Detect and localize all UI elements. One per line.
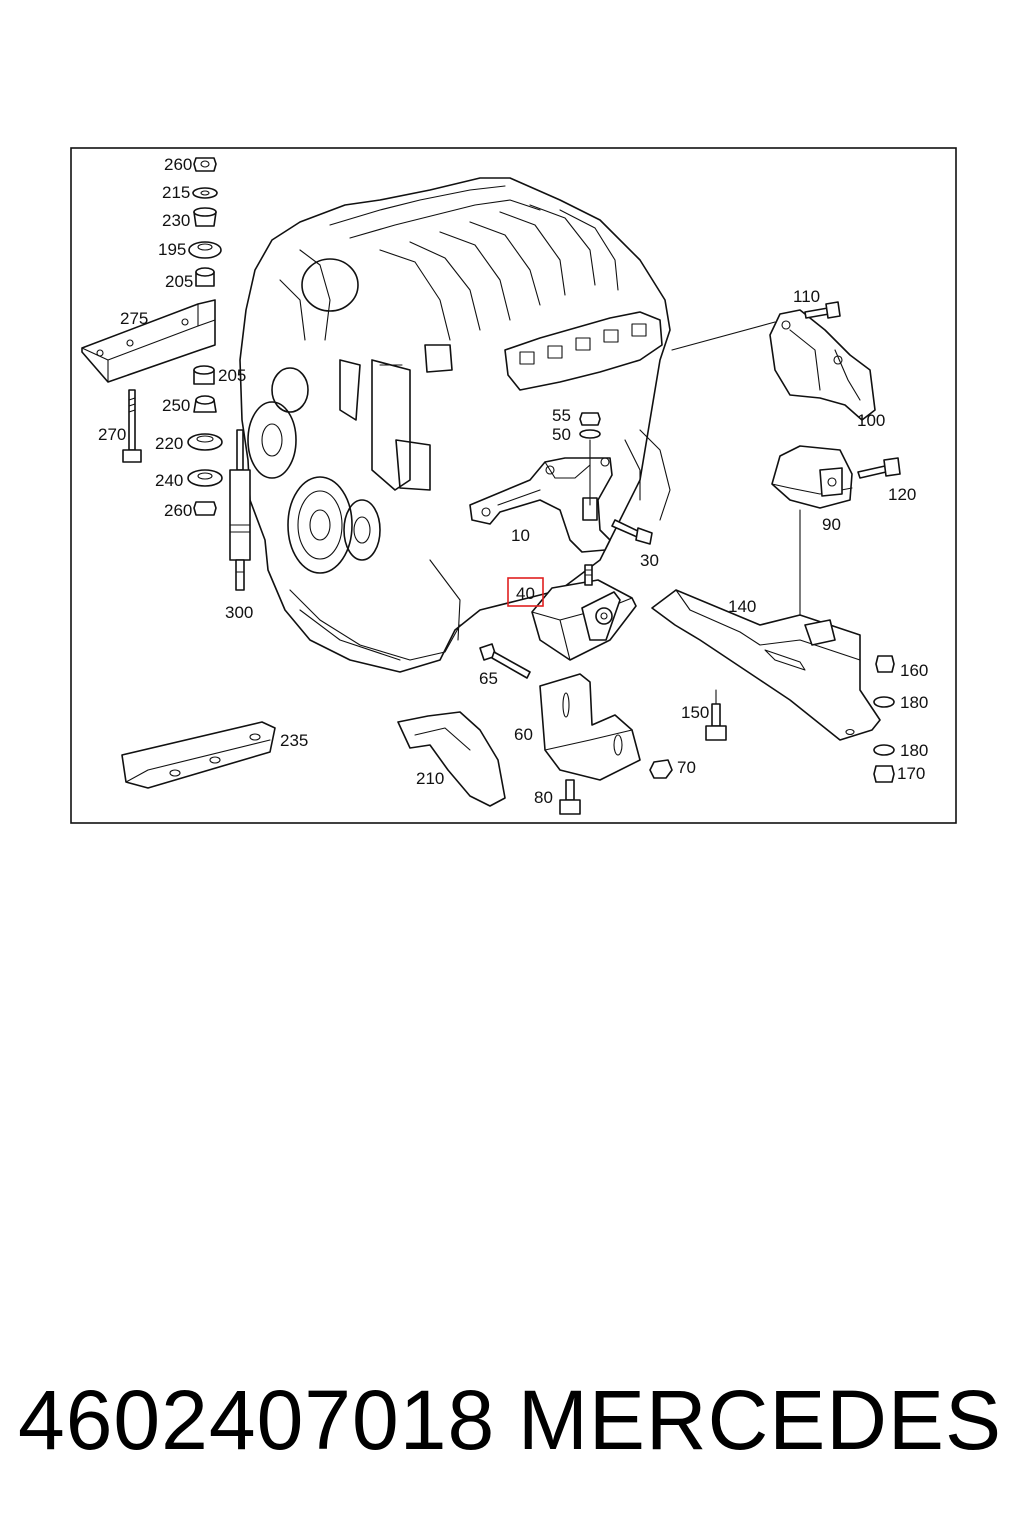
callout-205-top: 205 [165, 272, 193, 291]
mount-stack-upper [188, 157, 222, 287]
callout-275: 275 [120, 309, 148, 328]
callout-240: 240 [155, 471, 183, 490]
callout-55: 55 [552, 406, 571, 425]
callout-140: 140 [728, 597, 756, 616]
bolt-110 [804, 301, 841, 319]
bolt-65 [479, 643, 531, 679]
callout-30: 30 [640, 551, 659, 570]
callout-300: 300 [225, 603, 253, 622]
callout-90: 90 [822, 515, 841, 534]
footer: 4602407018 MERCEDES [0, 1370, 1024, 1480]
bolt-80 [559, 779, 581, 815]
callout-65: 65 [479, 669, 498, 688]
stud-150 [705, 689, 727, 741]
crossmember-140 [651, 589, 881, 741]
diagram-frame [70, 147, 957, 824]
heat-shield-210 [397, 711, 506, 807]
bracket-100 [769, 309, 876, 421]
bolt-270 [122, 389, 142, 463]
callout-60: 60 [514, 725, 533, 744]
nut-55-washer-50 [579, 412, 601, 506]
highlight-box-40 [507, 577, 544, 607]
bolt-30 [611, 519, 653, 545]
nut-70 [649, 759, 673, 779]
callout-210: 210 [416, 769, 444, 788]
bolt-120 [857, 457, 901, 479]
callout-180-upper: 180 [900, 693, 928, 712]
fasteners-160-180-170 [873, 655, 895, 783]
part-number: 4602407018 [18, 1373, 496, 1467]
engine-bracket-10 [469, 457, 613, 553]
callout-150: 150 [681, 703, 709, 722]
callout-260-lower: 260 [164, 501, 192, 520]
callout-220: 220 [155, 434, 183, 453]
mount-stack-lower [187, 365, 223, 516]
rod-300 [229, 429, 251, 591]
callout-40: 40 [516, 584, 535, 603]
callout-180-lower: 180 [900, 741, 928, 760]
callout-260-top: 260 [164, 155, 192, 174]
callout-120: 120 [888, 485, 916, 504]
callout-215: 215 [162, 183, 190, 202]
transmission-mount-90 [771, 445, 853, 636]
engine-mount-40 [531, 564, 637, 661]
callout-235: 235 [280, 731, 308, 750]
callout-50: 50 [552, 425, 571, 444]
callout-100: 100 [857, 411, 885, 430]
bracket-275 [81, 299, 216, 383]
callout-270: 270 [98, 425, 126, 444]
callout-250: 250 [162, 396, 190, 415]
callout-110: 110 [793, 287, 820, 306]
callout-70: 70 [677, 758, 696, 777]
callout-230: 230 [162, 211, 190, 230]
callout-80: 80 [534, 788, 553, 807]
callout-205-lower: 205 [218, 366, 246, 385]
manufacturer-name: MERCEDES [517, 1373, 1002, 1467]
callout-10: 10 [511, 526, 530, 545]
callout-170: 170 [897, 764, 925, 783]
bracket-60 [539, 673, 641, 781]
callout-160: 160 [900, 661, 928, 680]
plate-235 [121, 721, 276, 789]
callout-195: 195 [158, 240, 186, 259]
